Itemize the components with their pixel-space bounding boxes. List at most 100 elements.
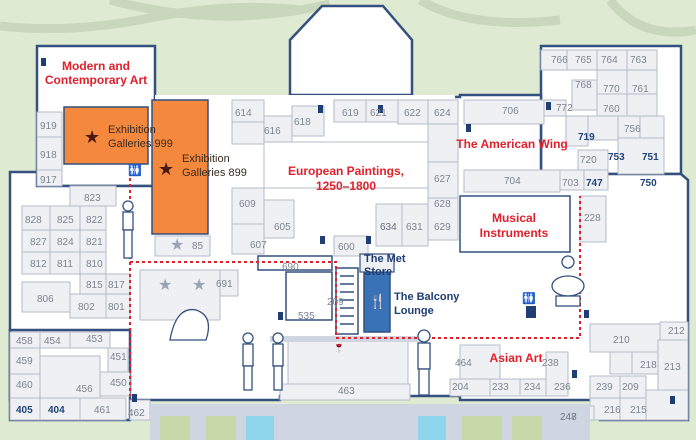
room-number-817: 817 bbox=[108, 280, 125, 291]
room-number-706: 706 bbox=[502, 106, 519, 117]
room-number-628: 628 bbox=[434, 199, 451, 210]
room-number-760: 760 bbox=[603, 104, 620, 115]
elevator-icon bbox=[366, 236, 371, 244]
area-european: European Paintings,1250–1800 bbox=[288, 164, 404, 193]
room-number-404: 404 bbox=[48, 405, 65, 416]
star-markers: ★ ★ ★ ★ ★ bbox=[84, 127, 206, 294]
room-number-209: 209 bbox=[327, 297, 344, 308]
room-number-461: 461 bbox=[94, 405, 111, 416]
plaza bbox=[150, 404, 590, 440]
room-number-247: 247 bbox=[560, 412, 577, 423]
room-number-918: 918 bbox=[40, 150, 57, 161]
room-number-609: 609 bbox=[239, 199, 256, 210]
room-number-236: 236 bbox=[554, 382, 571, 393]
room-number-450: 450 bbox=[110, 378, 127, 389]
room-number-811: 811 bbox=[57, 259, 73, 270]
room-number-634: 634 bbox=[380, 222, 397, 233]
park-paths bbox=[0, 0, 696, 37]
area-american: The American Wing bbox=[456, 137, 567, 151]
fork-knife-icon: 🍴 bbox=[369, 293, 386, 310]
star-icon: ★ bbox=[192, 275, 206, 294]
room-number-535: 535 bbox=[298, 311, 315, 322]
elevator-icon bbox=[318, 105, 323, 113]
room-number-458: 458 bbox=[16, 336, 33, 347]
room-number-825: 825 bbox=[57, 215, 74, 226]
elevator-icon bbox=[670, 396, 675, 404]
room-number-753: 753 bbox=[608, 152, 625, 163]
room-number-462: 462 bbox=[128, 408, 145, 419]
room-number-619: 619 bbox=[342, 108, 359, 119]
star-icon: ★ bbox=[170, 235, 184, 254]
star-icon: ★ bbox=[158, 159, 174, 180]
room-number-703: 703 bbox=[562, 178, 579, 189]
room-number-204: 204 bbox=[452, 382, 469, 393]
room-number-812: 812 bbox=[30, 259, 47, 270]
room-number-765: 765 bbox=[575, 55, 592, 66]
room-number-747: 747 bbox=[586, 178, 603, 189]
elevator-icon bbox=[320, 236, 325, 244]
star-icon: ★ bbox=[84, 127, 100, 148]
room-number-464: 464 bbox=[455, 358, 472, 369]
met-store-room bbox=[359, 253, 395, 273]
room-number-764: 764 bbox=[601, 55, 618, 66]
elevator-icon bbox=[466, 124, 471, 132]
room-number-822: 822 bbox=[86, 215, 103, 226]
room-number-600: 600 bbox=[338, 242, 355, 253]
room-number-234: 234 bbox=[524, 382, 541, 393]
helmet-icon bbox=[169, 308, 210, 341]
elevator-icon bbox=[41, 58, 46, 66]
elevator-icon bbox=[584, 310, 589, 318]
room-number-634: 634 bbox=[380, 222, 397, 233]
room-number-239: 239 bbox=[596, 382, 613, 393]
room-number-824: 824 bbox=[57, 237, 74, 248]
room-number-631: 631 bbox=[406, 222, 423, 233]
room-number-919: 919 bbox=[40, 121, 57, 132]
room-number-624: 624 bbox=[434, 108, 451, 119]
room-number-815: 815 bbox=[86, 280, 103, 291]
statue-icon bbox=[417, 329, 431, 396]
room-number-248: 248 bbox=[560, 412, 577, 423]
room-number-607: 607 bbox=[250, 240, 267, 251]
room-number-233: 233 bbox=[492, 382, 509, 393]
room-number-763: 763 bbox=[630, 55, 647, 66]
room-number-770: 770 bbox=[603, 84, 620, 95]
room-number-750: 750 bbox=[640, 178, 657, 189]
fountain-right bbox=[418, 416, 446, 440]
room-number-801: 801 bbox=[108, 302, 125, 313]
room-number-238: 238 bbox=[542, 358, 559, 369]
statue-icon bbox=[122, 200, 134, 259]
room-number-821: 821 bbox=[86, 237, 103, 248]
elevator-icon bbox=[546, 102, 551, 110]
room-number-215: 215 bbox=[630, 405, 647, 416]
room-number-810: 810 bbox=[86, 259, 103, 270]
room-number-768: 768 bbox=[575, 80, 592, 91]
room-number-761: 761 bbox=[632, 84, 649, 95]
room-number-690: 690 bbox=[282, 262, 299, 273]
exhibition-899-room bbox=[151, 99, 209, 235]
area-asian: Asian Art bbox=[490, 351, 543, 365]
star-icon: ★ bbox=[158, 275, 172, 294]
room-number-213: 213 bbox=[664, 362, 681, 373]
room-number-453: 453 bbox=[86, 334, 103, 345]
room-number-216: 216 bbox=[604, 405, 621, 416]
restroom-icon: 🚻 bbox=[522, 292, 536, 305]
wine-glass-icon: 🍷 bbox=[332, 340, 346, 353]
room-number-459: 459 bbox=[16, 356, 33, 367]
room-number-616: 616 bbox=[264, 126, 281, 137]
room-number-823: 823 bbox=[84, 193, 101, 204]
room-number-629: 629 bbox=[434, 222, 451, 233]
room-number-210: 210 bbox=[613, 335, 630, 346]
exhibition-galleries bbox=[63, 99, 209, 235]
room-number-85: 85 bbox=[192, 241, 204, 252]
amenity-icons: 🚻 🚻 🍴 🍷 bbox=[41, 58, 675, 404]
room-number-766: 766 bbox=[551, 55, 568, 66]
room-number-618: 618 bbox=[294, 117, 311, 128]
room-number-460: 460 bbox=[16, 380, 33, 391]
gallery-rooms bbox=[9, 49, 689, 421]
